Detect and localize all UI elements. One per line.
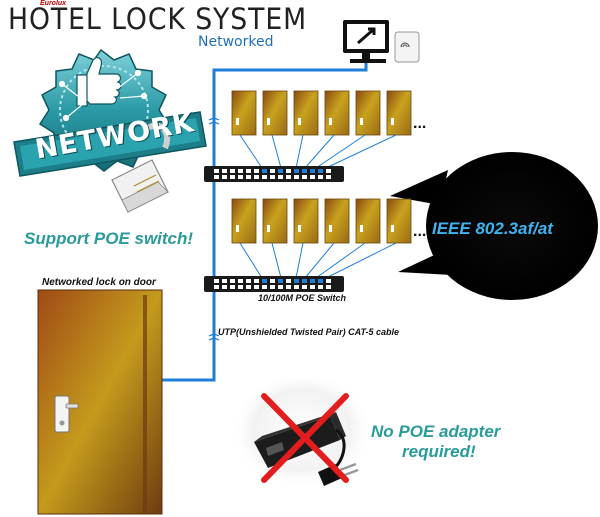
brand-logo: Eurolux	[40, 0, 67, 7]
red-cross-icon	[261, 393, 349, 483]
small-door	[231, 90, 257, 136]
door-row-2-cables	[239, 242, 397, 279]
computer-monitor-icon	[343, 20, 389, 63]
ieee-standard-text: IEEE 802.3af/at	[432, 219, 553, 238]
ieee-bubble	[390, 152, 598, 300]
small-door	[262, 90, 288, 136]
small-door	[262, 198, 288, 244]
small-door	[293, 198, 319, 244]
page-title: HOTEL LOCK SYSTEM	[8, 2, 308, 36]
small-door	[231, 198, 257, 244]
switch-caption: 10/100M POE Switch	[258, 293, 347, 303]
small-door	[355, 198, 381, 244]
poe-switch-icon	[204, 166, 344, 182]
small-door	[324, 198, 350, 244]
door-row-1-cables	[239, 134, 397, 169]
power-adapter-icon	[232, 372, 372, 488]
more-doors-ellipsis: ...	[413, 223, 427, 240]
door-row-1	[231, 90, 412, 136]
small-door	[355, 90, 381, 136]
no-poe-adapter-text: No POE adapter	[371, 422, 501, 441]
small-door	[293, 90, 319, 136]
small-door	[386, 198, 412, 244]
network-lines-icon	[58, 69, 148, 122]
card-reader-icon	[394, 31, 420, 63]
door-row-2	[231, 198, 412, 244]
more-doors-ellipsis: ...	[413, 115, 427, 132]
poe-switch-icon	[204, 276, 344, 292]
door-caption: Networked lock on door	[42, 277, 156, 288]
small-door	[324, 90, 350, 136]
door-lock-icon	[37, 289, 163, 515]
page-subtitle: Networked	[198, 34, 274, 50]
small-door	[386, 90, 412, 136]
no-poe-required-text: required!	[402, 442, 476, 461]
support-poe-text: Support POE switch!	[24, 229, 194, 248]
rj45-plug-icon	[111, 122, 170, 213]
cable-caption: UTP(Unshielded Twisted Pair) CAT-5 cable	[218, 327, 400, 337]
cable-break-marks	[208, 117, 220, 341]
